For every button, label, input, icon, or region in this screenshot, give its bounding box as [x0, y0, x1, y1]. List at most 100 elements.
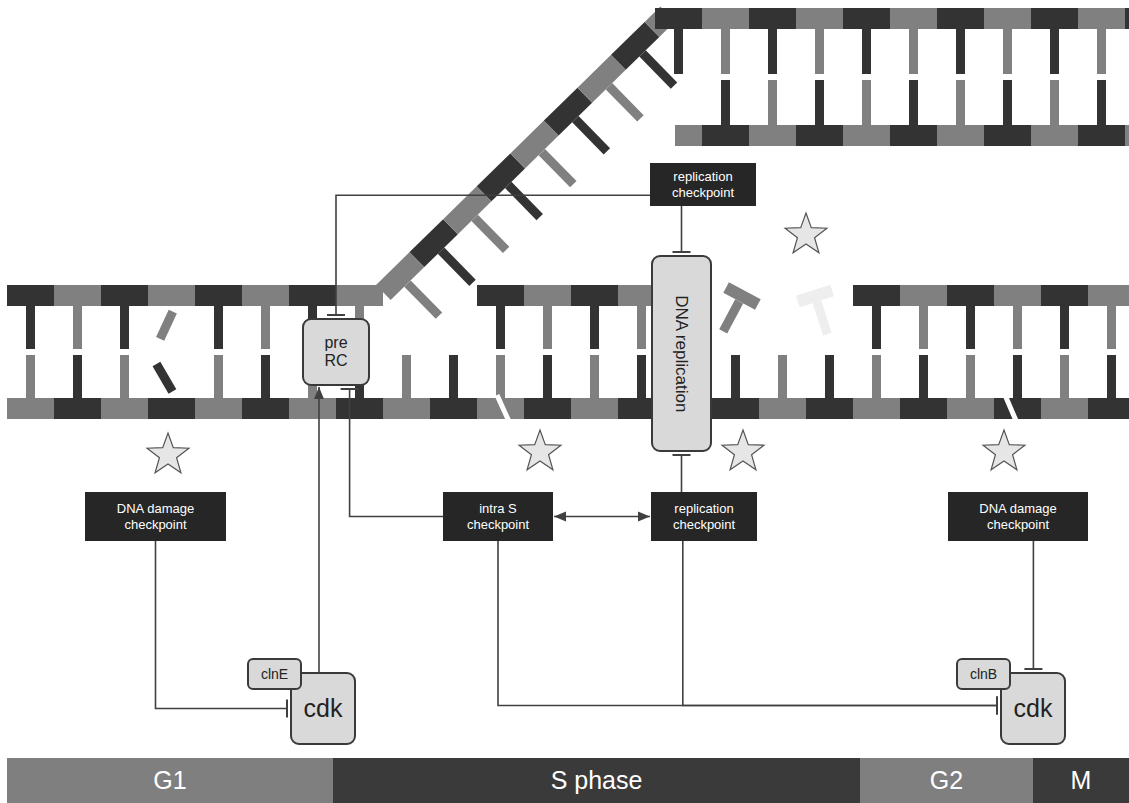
base-rung [590, 355, 599, 398]
backbone-segment [1088, 285, 1129, 306]
backbone-segment [712, 398, 759, 419]
checkpoint-box: replication checkpoint [650, 163, 756, 206]
node-label: clnB [970, 666, 997, 682]
kinase-box: cdkclnE [290, 672, 356, 745]
node-label: clnE [261, 666, 288, 682]
node-label: cdk [304, 694, 343, 723]
backbone-segment [806, 398, 853, 419]
base-rung [778, 355, 787, 398]
base-rung [539, 149, 577, 187]
backbone-segment [195, 398, 242, 419]
base-rung [590, 306, 599, 349]
base-rung [543, 306, 552, 349]
base-rung [73, 306, 82, 349]
backbone-segment [900, 398, 947, 419]
node-label: S phase [551, 766, 643, 795]
checkpoint-box: DNA damage checkpoint [85, 492, 226, 541]
base-rung [1003, 80, 1012, 125]
broken-rung [156, 310, 177, 341]
base-rung [1097, 80, 1106, 125]
node-label: G1 [153, 766, 186, 795]
base-rung [637, 355, 646, 398]
backbone-segment [571, 398, 618, 419]
base-rung [402, 355, 411, 398]
backbone-segment [336, 285, 383, 306]
base-rung [120, 355, 129, 398]
checkpoint-box: intra S checkpoint [443, 492, 553, 541]
backbone-segment [655, 8, 702, 29]
base-rung [1050, 80, 1059, 125]
base-rung [872, 355, 881, 398]
node-label: DNA damage checkpoint [106, 501, 206, 532]
backbone-segment [984, 125, 1031, 146]
backbone-segment [890, 8, 937, 29]
activation-connector [318, 387, 320, 672]
backbone-segment [702, 8, 749, 29]
backbone-segment [1031, 125, 1078, 146]
strand-nick [497, 395, 516, 437]
base-rung [261, 355, 270, 398]
base-rung [438, 248, 476, 286]
parent-duplex [7, 285, 1129, 437]
base-rung [815, 80, 824, 125]
base-rung [404, 280, 442, 318]
damage-star [722, 430, 764, 470]
backbone-segment [477, 285, 524, 306]
base-rung [214, 306, 223, 349]
base-rung [862, 29, 871, 74]
backbone-segment [242, 285, 289, 306]
base-rung [639, 50, 677, 88]
base-rung [1097, 29, 1106, 74]
base-rung [966, 306, 975, 349]
base-rung [909, 80, 918, 125]
backbone-segment [101, 285, 148, 306]
backbone-segment [1031, 8, 1078, 29]
backbone-segment [1088, 398, 1129, 419]
base-rung [862, 80, 871, 125]
base-rung [606, 83, 644, 121]
node-label: DNA replication [672, 295, 692, 412]
backbone-segment [900, 285, 947, 306]
backbone-segment [937, 125, 984, 146]
base-rung [1107, 306, 1116, 349]
backbone-segment [101, 398, 148, 419]
checkpoint-box: replication checkpoint [651, 492, 757, 541]
base-rung [768, 29, 777, 74]
daughter-duplex [655, 8, 1129, 146]
backbone-segment [54, 285, 101, 306]
backbone-segment [984, 8, 1031, 29]
process-box: DNA replication [651, 255, 712, 452]
base-rung [1013, 355, 1022, 398]
base-rung [872, 306, 881, 349]
backbone-segment [1078, 125, 1125, 146]
backbone-segment [1125, 125, 1129, 146]
backbone-segment [336, 398, 383, 419]
nucleotide-base [719, 299, 743, 333]
backbone-segment [843, 8, 890, 29]
base-rung [471, 215, 509, 253]
base-rung [1013, 306, 1022, 349]
phase-band: M [1033, 758, 1129, 803]
base-rung [572, 116, 610, 154]
backbone-segment [947, 285, 994, 306]
damage-star [147, 433, 189, 473]
backbone-segment [937, 8, 984, 29]
node-label: pre RC [316, 334, 356, 371]
base-rung [261, 306, 270, 349]
node-label: cdk [1014, 694, 1053, 723]
backbone-segment [7, 398, 54, 419]
backbone-segment [675, 125, 702, 146]
inhibition-connector [1033, 541, 1035, 669]
phase-band: S phase [333, 758, 860, 803]
base-rung [825, 355, 834, 398]
inhibition-connector [681, 455, 683, 492]
node-label: replication checkpoint [661, 169, 745, 200]
base-rung [637, 306, 646, 349]
backbone-segment [843, 125, 890, 146]
base-rung [919, 306, 928, 349]
base-rung [919, 355, 928, 398]
kinase-box: cdkclnB [1000, 672, 1066, 745]
base-rung [496, 306, 505, 349]
base-rung [815, 29, 824, 74]
